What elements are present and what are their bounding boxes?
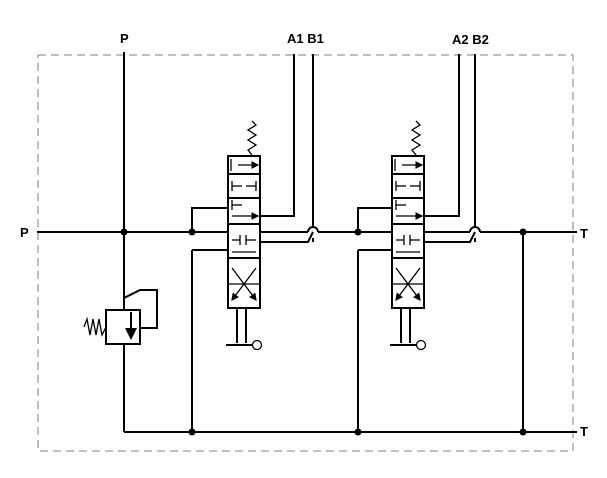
spool-valve-1	[191, 54, 314, 351]
port-label-t-upper: T	[580, 226, 588, 241]
spool-valve-2	[357, 54, 476, 351]
spool-2-lever-knob-icon	[415, 339, 427, 351]
relief-valve-spring-icon	[83, 316, 107, 338]
port-label-p-left: P	[20, 225, 29, 240]
relief-valve	[83, 289, 158, 348]
tank-line	[123, 232, 577, 433]
spool-1-lever-knob-icon	[251, 339, 263, 351]
port-label-a1-b1: A1 B1	[287, 31, 324, 46]
enclosure-boundary	[37, 54, 574, 452]
port-label-t-lower: T	[580, 424, 588, 439]
port-label-a2-b2: A2 B2	[452, 32, 489, 47]
spool-2-spring-icon	[410, 120, 422, 156]
pressure-line	[37, 52, 577, 233]
junction-dots	[120, 228, 527, 436]
spool-1-spring-icon	[246, 120, 258, 156]
port-label-p-top: P	[120, 31, 129, 46]
